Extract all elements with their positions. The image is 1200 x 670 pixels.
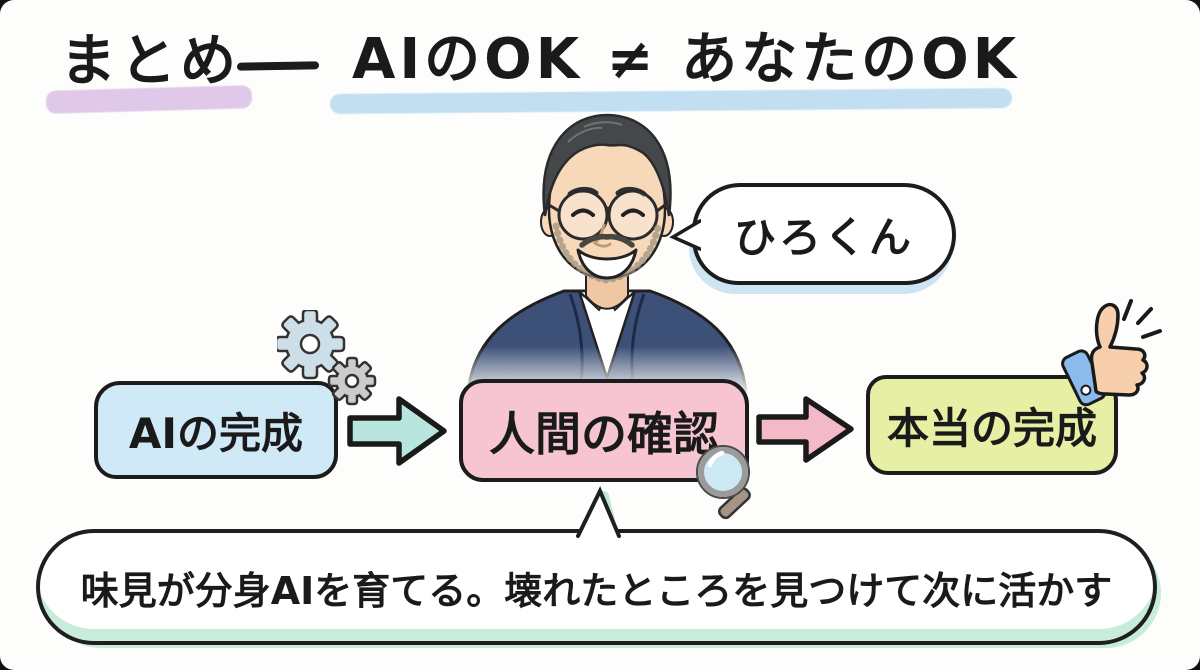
speech-bubble-text: ひろくん xyxy=(733,212,914,262)
magnifying-glass-icon xyxy=(696,445,751,520)
speech-bubble-tail xyxy=(669,219,701,251)
arrow-right-icon xyxy=(756,396,854,463)
summary-banner: 味見が分身AIを育てる。壊れたところを見つけて次に活かす xyxy=(36,529,1157,645)
flow-step-label: 本当の完成 xyxy=(886,403,1097,453)
smile xyxy=(576,248,638,280)
summary-banner-text: 味見が分身AIを育てる。壊れたところを見つけて次に活かす xyxy=(80,568,1113,613)
speech-bubble: ひろくん xyxy=(669,183,956,285)
flow-step-true-complete: 本当の完成 xyxy=(866,375,1118,475)
banner-callout-tail xyxy=(576,486,621,538)
hair xyxy=(542,113,672,217)
flow-step-label: 人間の確認 xyxy=(489,406,719,461)
emphasis-lines-icon xyxy=(1122,299,1162,339)
page-title-part1: まとめ xyxy=(60,29,240,94)
page-title-part2: AIのOK ≠ あなたのOK xyxy=(352,27,1021,92)
gear-icon xyxy=(277,310,377,406)
man-portrait-illustration xyxy=(452,113,762,392)
glasses-icon xyxy=(547,189,667,241)
title-dash: — xyxy=(236,61,320,71)
flow-step-ai-complete: AIの完成 xyxy=(94,381,338,479)
arrow-right-icon xyxy=(347,396,447,466)
flow-step-label: AIの完成 xyxy=(128,408,304,458)
thumbs-up-icon xyxy=(1061,299,1162,407)
